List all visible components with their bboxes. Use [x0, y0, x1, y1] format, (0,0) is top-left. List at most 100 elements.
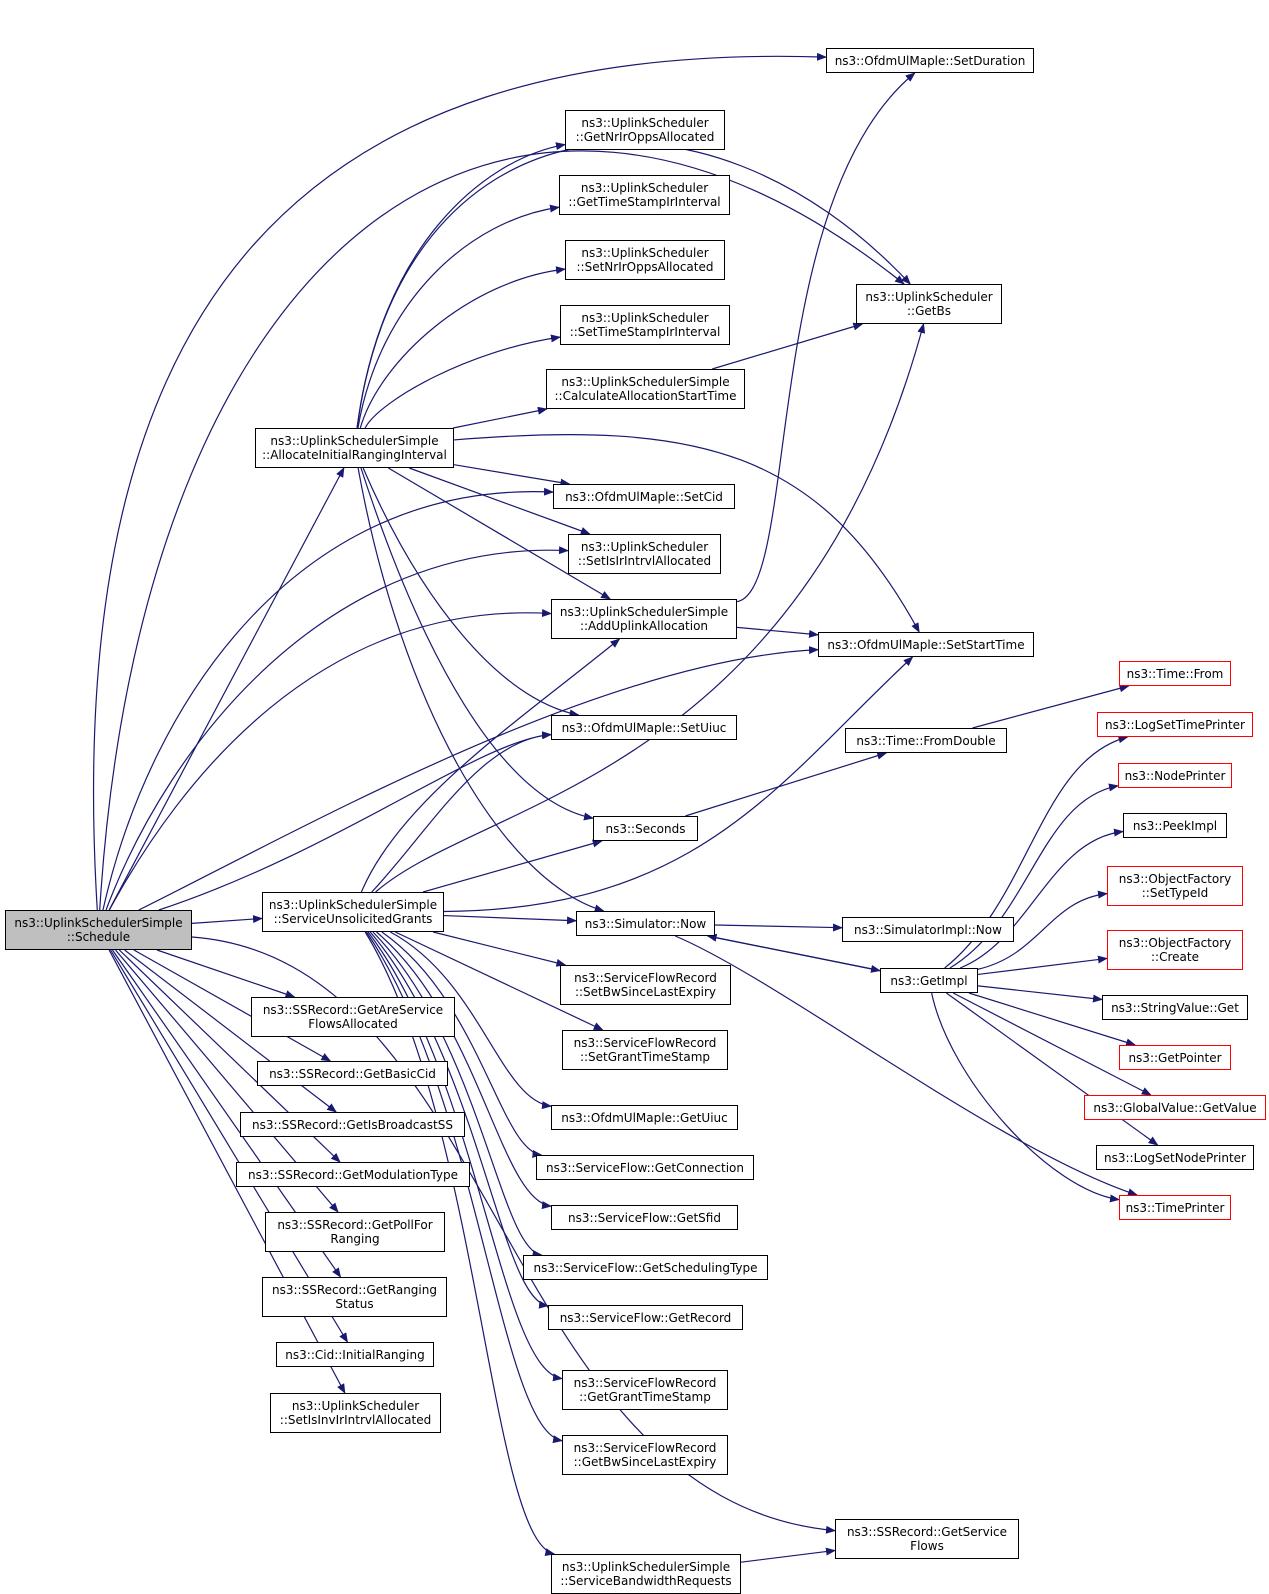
call-edge-serviceUnsolicited-to-getConnection — [381, 931, 543, 1158]
node-label-line: ::CalculateAllocationStartTime — [554, 389, 737, 403]
node-label-line: ns3::SSRecord::GetIsBroadcastSS — [252, 1117, 453, 1132]
node-get-sched-type[interactable]: ns3::ServiceFlow::GetSchedulingType — [523, 1255, 768, 1280]
node-set-bw-since[interactable]: ns3::ServiceFlowRecord::SetBwSinceLastEx… — [560, 965, 731, 1005]
node-label-line: Flows — [910, 1539, 944, 1553]
node-label-line: Status — [335, 1297, 374, 1311]
call-edge-serviceBwReq-to-getServiceFlows — [740, 1547, 836, 1563]
node-label-line: ::GetBwSinceLastExpiry — [573, 1455, 717, 1469]
node-allocate-initial[interactable]: ns3::UplinkSchedulerSimple::AllocateInit… — [255, 428, 454, 468]
node-get-pointer[interactable]: ns3::GetPointer — [1119, 1045, 1231, 1070]
node-time-from[interactable]: ns3::Time::From — [1119, 661, 1231, 686]
call-edge-serviceUnsolicited-to-setGrantTs — [395, 931, 604, 1031]
node-label-line: ns3::SSRecord::GetPollFor — [277, 1218, 433, 1232]
node-set-grant-ts[interactable]: ns3::ServiceFlowRecord::SetGrantTimeStam… — [562, 1030, 728, 1070]
node-label-line: ::SetTimeStampIrInterval — [569, 325, 721, 339]
node-label-line: ns3::SimulatorImpl::Now — [854, 922, 1002, 937]
node-set-start-time[interactable]: ns3::OfdmUlMaple::SetStartTime — [818, 632, 1034, 657]
node-label-line: ns3::NodePrinter — [1124, 768, 1226, 783]
node-get-bs[interactable]: ns3::UplinkScheduler::GetBs — [856, 284, 1002, 324]
node-set-is-inv-ir-intrvl[interactable]: ns3::UplinkScheduler::SetIsInvIrIntrvlAl… — [270, 1393, 441, 1433]
node-label-line: ns3::ServiceFlow::GetConnection — [545, 1160, 745, 1175]
node-set-time-stamp-ir[interactable]: ns3::UplinkScheduler::SetTimeStampIrInte… — [560, 305, 730, 345]
node-log-set-node-printer[interactable]: ns3::LogSetNodePrinter — [1096, 1145, 1254, 1170]
node-log-set-time-printer[interactable]: ns3::LogSetTimePrinter — [1097, 712, 1253, 737]
node-get-connection[interactable]: ns3::ServiceFlow::GetConnection — [536, 1155, 754, 1180]
call-edge-serviceUnsolicited-to-getBs — [375, 323, 926, 893]
call-edge-schedule-to-getBasicCid — [133, 949, 332, 1062]
node-set-cid[interactable]: ns3::OfdmUlMaple::SetCid — [553, 484, 735, 509]
node-service-unsolicited[interactable]: ns3::UplinkSchedulerSimple::ServiceUnsol… — [262, 892, 444, 932]
node-label-line: ns3::ServiceFlowRecord — [573, 1441, 717, 1455]
call-edge-simNow-to-simImplNow — [714, 923, 843, 932]
node-set-is-ir-intrvl[interactable]: ns3::UplinkScheduler::SetIsIrIntrvlAlloc… — [568, 534, 721, 574]
node-label-line: ns3::UplinkScheduler — [865, 290, 993, 304]
node-label-line: ns3::ServiceFlow::GetSchedulingType — [533, 1260, 758, 1275]
node-label-line: ns3::UplinkScheduler — [581, 311, 709, 325]
node-label-line: ::AllocateInitialRangingInterval — [262, 448, 447, 462]
node-peek-impl[interactable]: ns3::PeekImpl — [1123, 813, 1227, 838]
node-label-line: ns3::LogSetNodePrinter — [1104, 1150, 1246, 1165]
node-get-grant-ts[interactable]: ns3::ServiceFlowRecord::GetGrantTimeStam… — [562, 1370, 728, 1410]
node-label-line: ns3::UplinkScheduler — [580, 181, 709, 195]
node-label-line: ns3::UplinkSchedulerSimple — [559, 605, 729, 619]
node-global-value-get-value[interactable]: ns3::GlobalValue::GetValue — [1084, 1095, 1266, 1120]
node-label-line: FlowsAllocated — [308, 1017, 398, 1031]
node-label-line: ns3::ServiceFlow::GetSfid — [568, 1210, 721, 1225]
node-label-line: ::GetGrantTimeStamp — [579, 1390, 711, 1404]
node-get-impl[interactable]: ns3::GetImpl — [880, 968, 978, 993]
node-get-modulation-type[interactable]: ns3::SSRecord::GetModulationType — [236, 1162, 470, 1187]
node-label-line: ns3::Simulator::Now — [584, 916, 707, 931]
node-get-is-broadcast-s-s[interactable]: ns3::SSRecord::GetIsBroadcastSS — [240, 1112, 465, 1137]
node-set-uiuc[interactable]: ns3::OfdmUlMaple::SetUiuc — [551, 715, 737, 740]
node-label-line: ns3::UplinkScheduler — [580, 540, 709, 554]
node-get-bw-since[interactable]: ns3::ServiceFlowRecord::GetBwSinceLastEx… — [562, 1435, 728, 1475]
node-get-record[interactable]: ns3::ServiceFlow::GetRecord — [548, 1305, 743, 1330]
call-edge-serviceUnsolicited-to-getSchedType — [372, 931, 543, 1258]
call-edge-allocateInitial-to-seconds — [360, 467, 594, 821]
call-edge-serviceUnsolicited-to-getUiuc — [390, 931, 552, 1110]
node-label-line: ns3::UplinkScheduler — [291, 1399, 420, 1413]
node-get-sfid[interactable]: ns3::ServiceFlow::GetSfid — [551, 1205, 738, 1230]
node-label-line: ns3::GetPointer — [1128, 1050, 1222, 1065]
node-seconds[interactable]: ns3::Seconds — [593, 816, 698, 841]
node-label-line: ::SetIsInvIrIntrvlAllocated — [279, 1413, 432, 1427]
node-label-line: ns3::TimePrinter — [1125, 1200, 1225, 1215]
node-label-line: ns3::OfdmUlMaple::GetUiuc — [561, 1110, 728, 1125]
node-label-line: ns3::ServiceFlowRecord — [573, 1376, 717, 1390]
call-edge-schedule-to-setIsInvIrIntrvl — [108, 949, 346, 1394]
node-label-line: ns3::PeekImpl — [1132, 818, 1218, 833]
node-set-nr-ir-opps[interactable]: ns3::UplinkScheduler::SetNrIrOppsAllocat… — [565, 240, 725, 280]
node-label-line: ns3::SSRecord::GetService — [846, 1525, 1008, 1539]
call-edge-fromDouble-to-timeFrom — [972, 684, 1130, 729]
node-sim-now[interactable]: ns3::Simulator::Now — [576, 911, 715, 936]
node-get-time-stamp-ir[interactable]: ns3::UplinkScheduler::GetTimeStampIrInte… — [559, 175, 730, 215]
node-initial-ranging[interactable]: ns3::Cid::InitialRanging — [276, 1342, 434, 1367]
node-obj-factory-set-type-id[interactable]: ns3::ObjectFactory::SetTypeId — [1107, 866, 1243, 906]
call-edge-allocateInitial-to-setTimeStampIr — [364, 334, 561, 429]
node-get-nr-ir-opps[interactable]: ns3::UplinkScheduler::GetNrIrOppsAllocat… — [565, 110, 725, 150]
node-set-duration[interactable]: ns3::OfdmUlMaple::SetDuration — [826, 48, 1034, 73]
node-label-line: ::ServiceUnsolicitedGrants — [273, 912, 433, 926]
node-label-line: ns3::OfdmUlMaple::SetCid — [565, 489, 723, 504]
node-label-line: ns3::UplinkSchedulerSimple — [270, 434, 439, 448]
node-calc-alloc-start[interactable]: ns3::UplinkSchedulerSimple::CalculateAll… — [546, 369, 745, 409]
node-sim-impl-now[interactable]: ns3::SimulatorImpl::Now — [842, 917, 1014, 942]
node-service-bw-req[interactable]: ns3::UplinkSchedulerSimple::ServiceBandw… — [551, 1554, 741, 1594]
call-edge-serviceUnsolicited-to-getRecord — [369, 931, 549, 1309]
node-label-line: ns3::ObjectFactory — [1118, 936, 1232, 950]
node-obj-factory-create[interactable]: ns3::ObjectFactory::Create — [1107, 930, 1243, 970]
node-label-line: ns3::Cid::InitialRanging — [285, 1347, 425, 1362]
node-time-printer[interactable]: ns3::TimePrinter — [1119, 1195, 1231, 1220]
node-get-uiuc[interactable]: ns3::OfdmUlMaple::GetUiuc — [551, 1105, 738, 1130]
call-edge-schedule-to-setIsIrIntrvl — [105, 546, 569, 911]
node-string-value-get[interactable]: ns3::StringValue::Get — [1102, 995, 1248, 1020]
node-get-basic-cid[interactable]: ns3::SSRecord::GetBasicCid — [257, 1061, 448, 1086]
node-node-printer[interactable]: ns3::NodePrinter — [1118, 763, 1232, 788]
node-from-double[interactable]: ns3::Time::FromDouble — [845, 728, 1007, 753]
node-add-uplink-alloc[interactable]: ns3::UplinkSchedulerSimple::AddUplinkAll… — [551, 599, 737, 639]
call-edge-getImpl-to-stringValueGet — [977, 985, 1103, 1003]
